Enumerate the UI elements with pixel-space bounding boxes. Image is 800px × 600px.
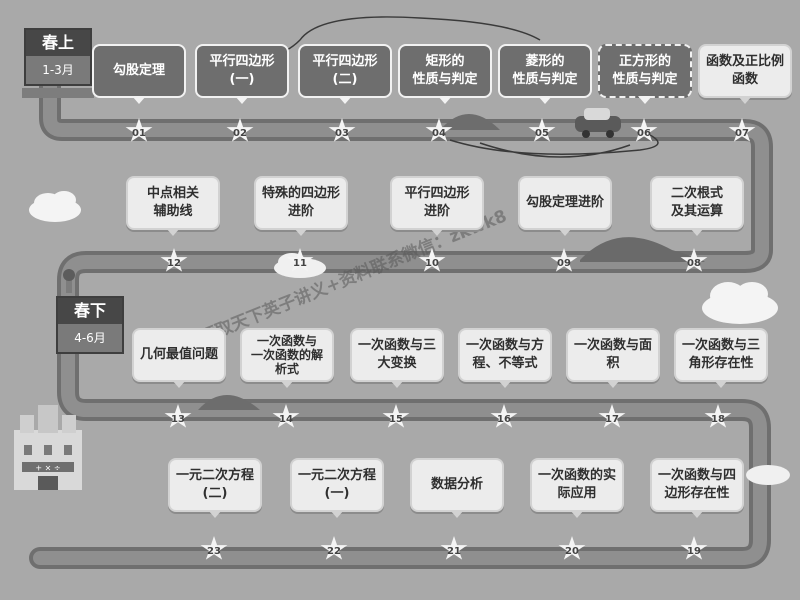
step-number: 09 bbox=[557, 257, 571, 269]
step-number: 01 bbox=[132, 127, 146, 139]
step-badge-11: 11 bbox=[286, 248, 314, 274]
step-number: 15 bbox=[389, 413, 403, 425]
topic-card-09[interactable]: 勾股定理进阶 bbox=[518, 176, 612, 236]
step-badge-21: 21 bbox=[440, 536, 468, 562]
step-number: 10 bbox=[425, 257, 439, 269]
step-badge-22: 22 bbox=[320, 536, 348, 562]
topic-card-23[interactable]: 一元二次方程 (二) bbox=[168, 458, 262, 518]
step-number: 13 bbox=[171, 413, 185, 425]
step-badge-05: 05 bbox=[528, 118, 556, 144]
cloud-low bbox=[746, 465, 790, 485]
step-badge-18: 18 bbox=[704, 404, 732, 430]
step-badge-12: 12 bbox=[160, 248, 188, 274]
step-number: 19 bbox=[687, 545, 701, 557]
topic-card-22[interactable]: 一元二次方程 (一) bbox=[290, 458, 384, 518]
topic-card-17[interactable]: 一次函数与面 积 bbox=[566, 328, 660, 388]
castle-sign: + × ÷ bbox=[35, 464, 60, 473]
step-number: 11 bbox=[293, 257, 307, 269]
topic-card-19[interactable]: 一次函数与四 边形存在性 bbox=[650, 458, 744, 518]
season-range: 1-3月 bbox=[26, 56, 90, 84]
step-badge-10: 10 bbox=[418, 248, 446, 274]
season-title: 春上 bbox=[26, 30, 90, 56]
step-number: 21 bbox=[447, 545, 461, 557]
topic-card-20[interactable]: 一次函数的实 际应用 bbox=[530, 458, 624, 518]
hill-09 bbox=[580, 237, 705, 262]
step-badge-02: 02 bbox=[226, 118, 254, 144]
season-range: 4-6月 bbox=[58, 324, 122, 352]
topic-card-12[interactable]: 中点相关 辅助线 bbox=[126, 176, 220, 236]
topic-card-14[interactable]: 一次函数与 一次函数的解 析式 bbox=[240, 328, 334, 388]
cloud-left bbox=[29, 191, 81, 222]
step-badge-15: 15 bbox=[382, 404, 410, 430]
step-badge-04: 04 bbox=[425, 118, 453, 144]
step-badge-01: 01 bbox=[125, 118, 153, 144]
step-number: 05 bbox=[535, 127, 549, 139]
step-number: 18 bbox=[711, 413, 725, 425]
castle-icon: + × ÷ bbox=[14, 405, 82, 490]
step-number: 23 bbox=[207, 545, 221, 557]
step-badge-08: 08 bbox=[680, 248, 708, 274]
scribble-loop-bottom bbox=[449, 134, 659, 158]
topic-card-13[interactable]: 几何最值问题 bbox=[132, 328, 226, 388]
hill-04 bbox=[440, 114, 500, 130]
topic-card-07[interactable]: 函数及正比例 函数 bbox=[698, 44, 792, 104]
brick-base bbox=[22, 88, 94, 98]
topic-card-08[interactable]: 二次根式 及其运算 bbox=[650, 176, 744, 236]
season-spring-2: 春下 4-6月 bbox=[56, 296, 124, 354]
topic-card-01[interactable]: 勾股定理 bbox=[92, 44, 186, 104]
topic-card-21[interactable]: 数据分析 bbox=[410, 458, 504, 518]
cloud-right bbox=[702, 282, 778, 324]
step-badge-07: 07 bbox=[728, 118, 756, 144]
topic-card-10[interactable]: 平行四边形 进阶 bbox=[390, 176, 484, 236]
topic-card-18[interactable]: 一次函数与三 角形存在性 bbox=[674, 328, 768, 388]
topic-card-16[interactable]: 一次函数与方 程、不等式 bbox=[458, 328, 552, 388]
step-badge-23: 23 bbox=[200, 536, 228, 562]
topic-card-04[interactable]: 矩形的 性质与判定 bbox=[398, 44, 492, 104]
step-number: 06 bbox=[637, 127, 651, 139]
step-number: 17 bbox=[605, 413, 619, 425]
step-number: 04 bbox=[432, 127, 446, 139]
season-title: 春下 bbox=[58, 298, 122, 324]
step-number: 07 bbox=[735, 127, 749, 139]
step-badge-20: 20 bbox=[558, 536, 586, 562]
step-badge-06: 06 bbox=[630, 118, 658, 144]
step-badge-17: 17 bbox=[598, 404, 626, 430]
plant-left bbox=[63, 269, 75, 293]
topic-card-06[interactable]: 正方形的 性质与判定 bbox=[598, 44, 692, 104]
step-number: 03 bbox=[335, 127, 349, 139]
step-number: 22 bbox=[327, 545, 341, 557]
step-badge-09: 09 bbox=[550, 248, 578, 274]
topic-card-03[interactable]: 平行四边形 (二) bbox=[298, 44, 392, 104]
topic-card-15[interactable]: 一次函数与三 大变换 bbox=[350, 328, 444, 388]
step-number: 12 bbox=[167, 257, 181, 269]
step-badge-03: 03 bbox=[328, 118, 356, 144]
step-number: 14 bbox=[279, 413, 293, 425]
step-badge-13: 13 bbox=[164, 404, 192, 430]
step-number: 08 bbox=[687, 257, 701, 269]
topic-card-11[interactable]: 特殊的四边形 进阶 bbox=[254, 176, 348, 236]
step-badge-14: 14 bbox=[272, 404, 300, 430]
topic-card-05[interactable]: 菱形的 性质与判定 bbox=[498, 44, 592, 104]
step-badge-19: 19 bbox=[680, 536, 708, 562]
step-number: 02 bbox=[233, 127, 247, 139]
step-badge-16: 16 bbox=[490, 404, 518, 430]
hill-14 bbox=[198, 395, 260, 410]
step-number: 16 bbox=[497, 413, 511, 425]
topic-card-02[interactable]: 平行四边形 (一) bbox=[195, 44, 289, 104]
season-spring-1: 春上 1-3月 bbox=[24, 28, 92, 86]
car-icon bbox=[575, 108, 621, 138]
step-number: 20 bbox=[565, 545, 579, 557]
